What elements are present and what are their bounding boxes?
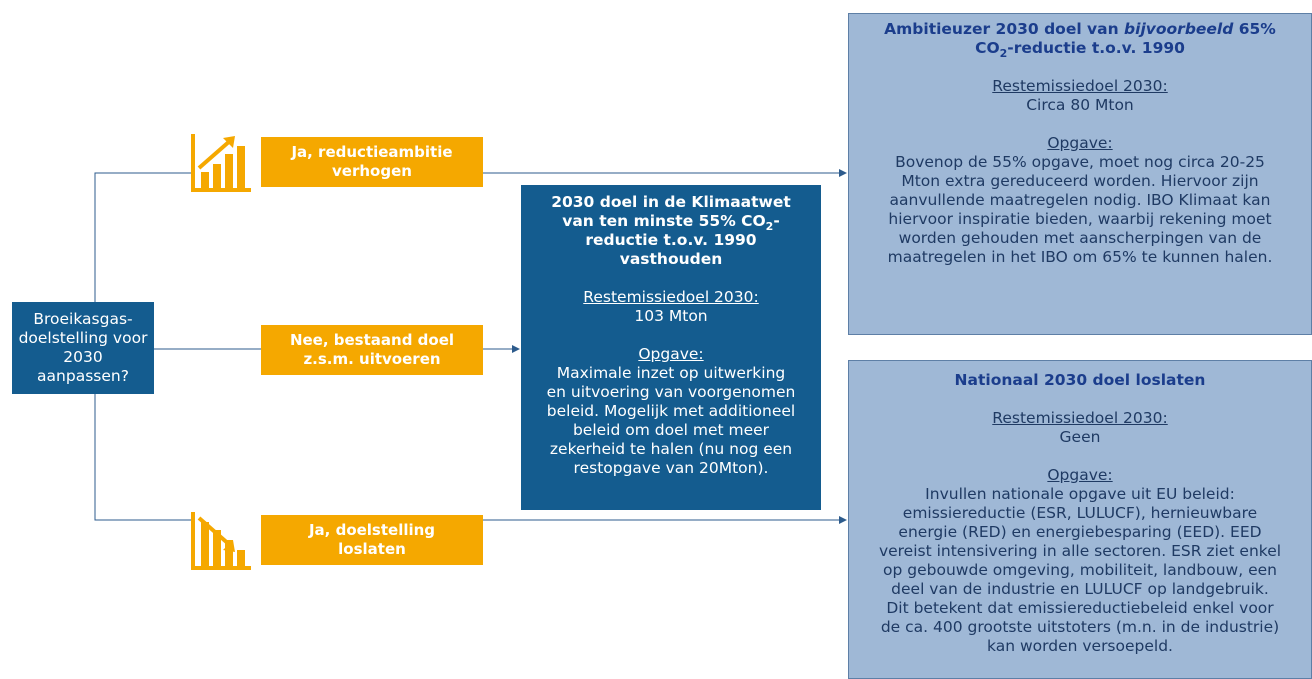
title-line: 2030 doel in de Klimaatwet (551, 193, 791, 211)
rest-label: Restemissiedoel 2030: (583, 288, 759, 306)
title-emphasis: bijvoorbeeld (1124, 20, 1234, 38)
ambitious-title: Ambitieuzer 2030 doel van bijvoorbeeld 6… (855, 20, 1305, 61)
option-raise-ambition: Ja, reductieambitie verhogen (261, 137, 483, 187)
task-line: kan worden versoepeld. (987, 637, 1173, 655)
option-line: Ja, doelstelling (308, 521, 436, 539)
task-line: Dit betekent dat emissiereductiebeleid e… (886, 599, 1274, 617)
option-line: verhogen (332, 162, 412, 180)
title-part: van ten minste 55% CO (562, 212, 766, 230)
title-part: Ambitieuzer 2030 doel van (884, 20, 1125, 38)
connector-up (94, 172, 191, 302)
chart-up-icon (191, 134, 251, 192)
connector-down (94, 394, 191, 521)
question-line: 2030 (63, 348, 103, 366)
national-title: Nationaal 2030 doel loslaten (954, 371, 1206, 389)
title-part: CO (975, 39, 1000, 57)
title-part: - (773, 212, 780, 230)
task-line: hiervoor inspiratie bieden, waarbij reke… (888, 210, 1272, 228)
task-line: beleid om doel met meer (572, 421, 770, 439)
title-part: -reductie t.o.v. 1990 (1007, 39, 1185, 57)
task-line: Bovenop de 55% opgave, moet nog circa 20… (895, 153, 1265, 171)
task-line: op gebouwde omgeving, mobiliteit, landbo… (883, 561, 1277, 579)
title-line: van ten minste 55% CO2- (531, 212, 811, 234)
question-line: aanpassen? (37, 367, 129, 385)
task-line: energie (RED) en energiebesparing (EED).… (898, 523, 1262, 541)
task-line: en uitvoering van voorgenomen (546, 383, 796, 401)
task-line: vereist intensivering in alle sectoren. … (878, 542, 1282, 560)
question-line: doelstelling voor (18, 329, 148, 347)
chart-down-icon (191, 512, 251, 570)
task-label: Opgave: (1047, 466, 1113, 484)
rest-value: 103 Mton (634, 307, 708, 325)
task-line: beleid. Mogelijk met additioneel (546, 402, 796, 420)
task-line: worden gehouden met aanscherpingen van d… (898, 229, 1262, 247)
title-line: reductie t.o.v. 1990 (585, 231, 757, 249)
task-line: Invullen nationale opgave uit EU beleid: (925, 485, 1235, 503)
title-line: CO2-reductie t.o.v. 1990 (855, 39, 1305, 61)
task-line: restopgave van 20Mton). (573, 459, 769, 477)
rest-label: Restemissiedoel 2030: (992, 409, 1168, 427)
title-line: Ambitieuzer 2030 doel van bijvoorbeeld 6… (855, 20, 1305, 39)
keep-target-box: 2030 doel in de Klimaatwet van ten minst… (521, 185, 821, 510)
task-line: de ca. 400 grootste uitstoters (m.n. in … (880, 618, 1280, 636)
task-line: deel van de industrie en LULUCF op landg… (891, 580, 1269, 598)
task-label: Opgave: (1047, 134, 1113, 152)
rest-value: Circa 80 Mton (1026, 96, 1134, 114)
question-box: Broeikasgas- doelstelling voor 2030 aanp… (12, 302, 154, 394)
title-line: vasthouden (619, 250, 723, 268)
task-line: Mton extra gereduceerd worden. Hiervoor … (901, 172, 1259, 190)
option-line: Nee, bestaand doel (289, 331, 455, 349)
option-line: z.s.m. uitvoeren (303, 350, 441, 368)
option-line: loslaten (338, 540, 406, 558)
option-drop-target: Ja, doelstelling loslaten (261, 515, 483, 565)
ambitious-target-box: Ambitieuzer 2030 doel van bijvoorbeeld 6… (848, 13, 1312, 335)
option-line: Ja, reductieambitie (291, 143, 453, 161)
task-line: zekerheid te halen (nu nog een (549, 440, 793, 458)
national-target-box: Nationaal 2030 doel loslaten Restemissie… (848, 360, 1312, 679)
rest-label: Restemissiedoel 2030: (992, 77, 1168, 95)
title-sub: 2 (765, 220, 774, 234)
rest-value: Geen (1059, 428, 1101, 446)
keep-target-title: 2030 doel in de Klimaatwet van ten minst… (531, 193, 811, 269)
task-label: Opgave: (638, 345, 704, 363)
question-line: Broeikasgas- (33, 310, 133, 328)
task-line: Maximale inzet op uitwerking (556, 364, 786, 382)
task-line: aanvullende maatregelen nodig. IBO Klima… (889, 191, 1271, 209)
option-keep-target: Nee, bestaand doel z.s.m. uitvoeren (261, 325, 483, 375)
title-sub: 2 (999, 47, 1008, 61)
task-line: emissiereductie (ESR, LULUCF), hernieuwb… (902, 504, 1258, 522)
task-line: maatregelen in het IBO om 65% te kunnen … (887, 248, 1273, 266)
title-part: 65% (1233, 20, 1276, 38)
